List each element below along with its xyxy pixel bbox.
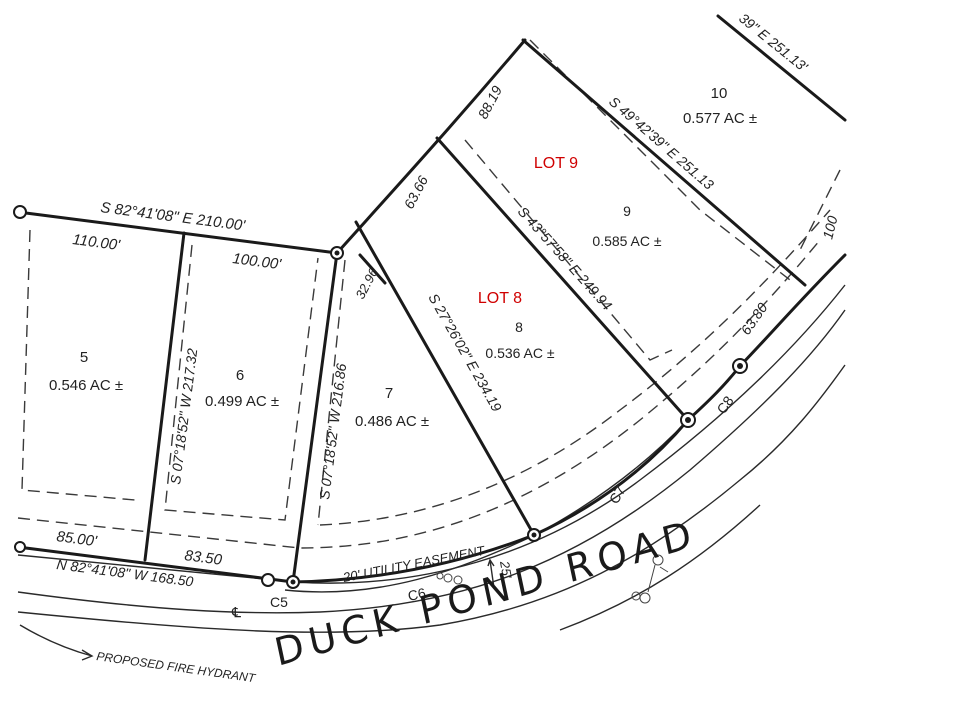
lot8-9-line: [435, 136, 690, 422]
lot9-number: 9: [623, 203, 631, 219]
lot8-area: 0.536 AC ±: [485, 345, 554, 361]
pin-lot9-10-dot: [737, 363, 743, 369]
road-far-edge: [559, 504, 761, 631]
lot-lines: [16, 14, 847, 584]
lot6-area: 0.499 AC ±: [205, 393, 279, 410]
pin-c5-dot: [290, 579, 296, 585]
lot10-area: 0.577 AC ±: [683, 110, 757, 127]
front-arc: [291, 253, 847, 584]
plat-labels: 20' UTILITY EASEMENT ℄ PROPOSED FIRE HYD…: [96, 511, 701, 685]
top-right-bearing: 39" E 251.13': [736, 10, 812, 76]
pin-north-corner-dot: [334, 250, 340, 256]
hydrant-symbols: [19, 554, 669, 661]
utility-symbol-icon: [436, 572, 463, 585]
lot6-south-dim: 83.50: [183, 547, 223, 569]
easement-line: [17, 239, 821, 549]
lot9-frontage-dim: 88.19: [475, 83, 506, 122]
lot10-frontage-dim: 63.80: [737, 300, 770, 338]
curve-c7-label: C7: [606, 483, 629, 507]
lot7-area: 0.486 AC ±: [355, 413, 429, 430]
lot6-number: 6: [236, 367, 244, 384]
right-edge-dim: 100: [819, 214, 840, 241]
lot9-highlight-label: LOT 9: [534, 155, 578, 172]
lot10-number: 10: [711, 85, 728, 102]
south-line: [16, 545, 295, 584]
fire-hydrant-label: PROPOSED FIRE HYDRANT: [96, 649, 258, 685]
pin-lot8-9-dot: [685, 417, 691, 423]
hydrant-leader-arrow: [19, 624, 94, 661]
lot5-area: 0.546 AC ±: [49, 377, 123, 394]
road-centerline: [17, 364, 846, 633]
lot9-area: 0.585 AC ±: [592, 233, 661, 249]
lot9-10-bearing: S 49°42'39" E 251.13: [606, 93, 717, 193]
fire-hydrant-icon: [631, 554, 669, 604]
road-edge-line: [17, 309, 846, 614]
lot6-north-dim: 100.00': [231, 250, 283, 273]
pin-northwest: [13, 205, 27, 219]
lot7-stub: [358, 253, 387, 285]
lot8-9-bearing: S 43°57'58" E 249.94: [515, 203, 616, 313]
curve-c5-label: C5: [270, 594, 288, 610]
lot10-east-setback: [799, 169, 841, 251]
lot7-frontage-dim: 32.96: [352, 265, 381, 301]
pin-lot7-8-dot: [531, 532, 537, 538]
lot9-10-line: [521, 38, 807, 287]
pin-c5-west: [261, 573, 275, 587]
right-of-way-line: [17, 284, 846, 584]
lot7-8-line: [354, 220, 536, 537]
lot6-setback: [164, 244, 319, 521]
curve-c6-label: C6: [406, 585, 427, 604]
lot5-6-line: [143, 231, 186, 562]
west-divider-bearing: S 07°18'52" W 217.32: [167, 347, 200, 485]
curve-c8-label: C8: [713, 393, 736, 417]
lot6-7-line: [291, 251, 339, 584]
setback-line: [319, 209, 831, 526]
road-name-label: DUCK POND ROAD: [271, 511, 701, 675]
pin-southwest: [14, 541, 26, 553]
lot7-number: 7: [385, 385, 393, 402]
bearing-labels: S 82°41'08" E 210.00' S 07°18'52" W 217.…: [56, 10, 812, 590]
lot7-back-curve: [335, 38, 527, 255]
lot8-number: 8: [515, 319, 523, 335]
lot-labels: 5 0.546 AC ± 6 0.499 AC ± 7 0.486 AC ± 8…: [49, 85, 757, 430]
lot9-setback: [464, 139, 673, 361]
easement-width-dim: 25': [497, 559, 515, 580]
north-line-bearing: S 82°41'08" E 210.00': [99, 199, 247, 234]
lot5-setback: [21, 229, 136, 501]
property-pins: [13, 205, 748, 589]
centerline-symbol: ℄: [231, 604, 241, 620]
top-right-line: [716, 14, 847, 122]
north-line: [16, 210, 339, 255]
lot5-number: 5: [80, 349, 88, 366]
easement-width-arrow: [487, 558, 495, 589]
lot5-south-dim: 85.00': [55, 528, 98, 550]
lot5-north-dim: 110.00': [71, 231, 122, 254]
lot7-setback: [317, 259, 346, 526]
lot8-highlight-label: LOT 8: [478, 290, 522, 307]
